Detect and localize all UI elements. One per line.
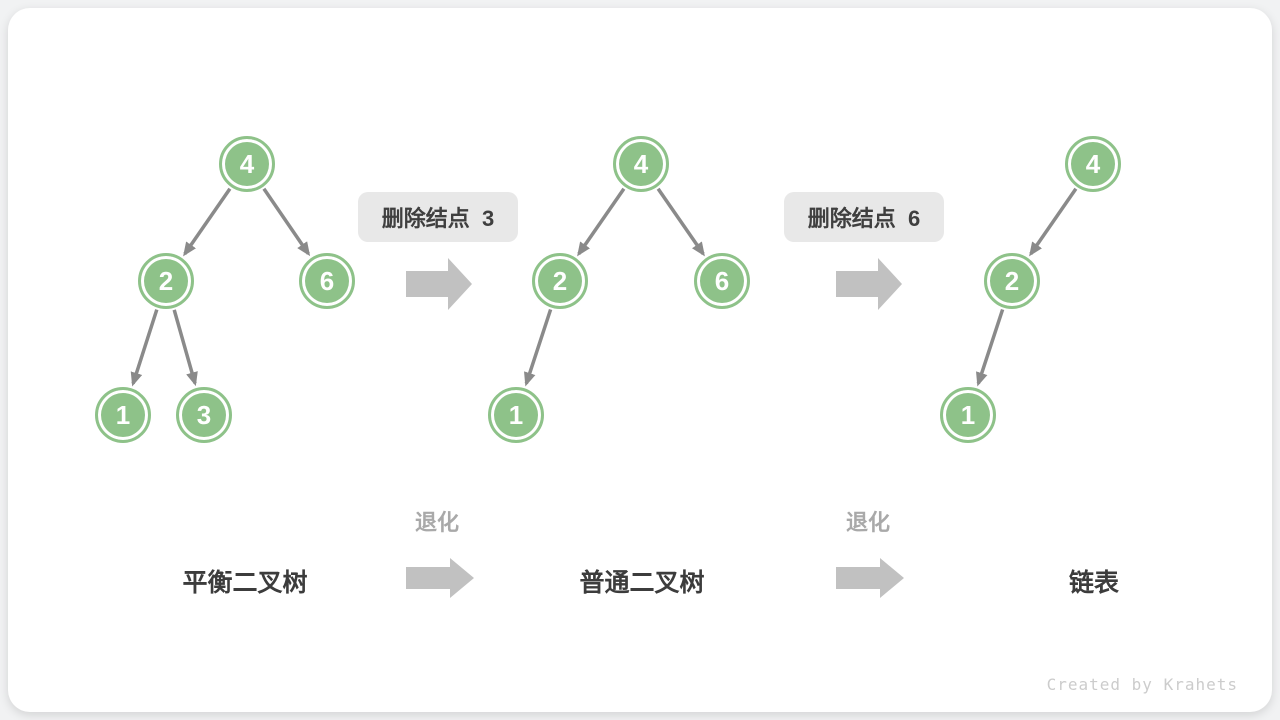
tree3-label: 链表 <box>1068 569 1119 597</box>
tree3-node-4: 4 <box>1065 136 1121 192</box>
tree2-label: 普通二叉树 <box>579 569 705 597</box>
tree1-node-2: 2 <box>138 253 194 309</box>
tree2-node-6: 6 <box>694 253 750 309</box>
tree1-node-6: 6 <box>299 253 355 309</box>
badge-delete-node-6: 删除结点 6 <box>784 192 944 242</box>
tree3-node-1: 1 <box>940 387 996 443</box>
tree2-node-1: 1 <box>488 387 544 443</box>
tree1-node-3: 3 <box>176 387 232 443</box>
watermark-text: Created by Krahets <box>1046 675 1238 694</box>
tree1-label: 平衡二叉树 <box>182 569 308 597</box>
degrade-label-1: 退化 <box>414 510 459 535</box>
diagram-card <box>8 8 1272 712</box>
tree3-node-2: 2 <box>984 253 1040 309</box>
badge-delete-node-3: 删除结点 3 <box>358 192 518 242</box>
tree2-node-2: 2 <box>532 253 588 309</box>
tree1-node-1: 1 <box>95 387 151 443</box>
tree2-node-4: 4 <box>613 136 669 192</box>
tree1-node-4: 4 <box>219 136 275 192</box>
degrade-label-2: 退化 <box>845 510 890 535</box>
